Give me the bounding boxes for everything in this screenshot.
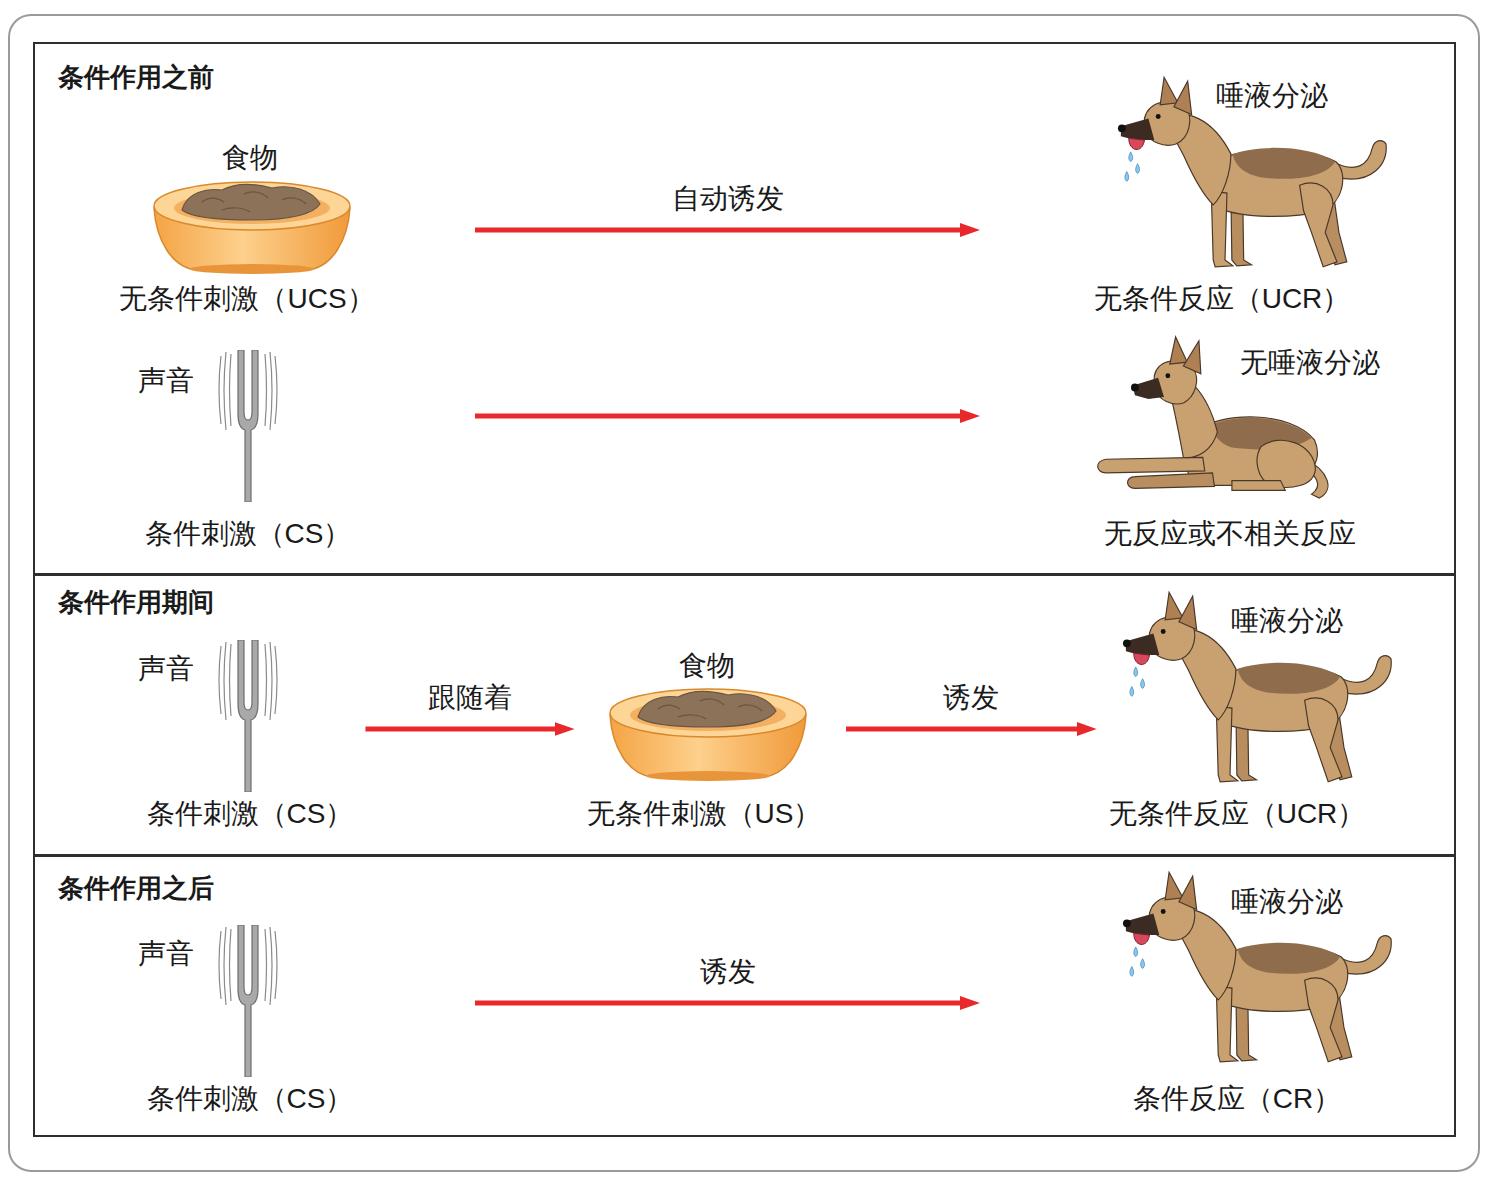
figure-caption: 无条件反应（UCR） <box>1109 796 1366 831</box>
figure-caption: 无反应或不相关反应 <box>1104 516 1356 551</box>
response-figure: 唾液分泌无条件反应（UCR） <box>1103 584 1401 837</box>
arrow-connector <box>475 228 962 233</box>
stimulus-figure: 声音条件刺激（CS） <box>132 344 357 557</box>
arrow-connector <box>365 727 556 732</box>
panel-heading: 条件作用期间 <box>58 586 214 619</box>
food-bowl <box>154 182 350 274</box>
stage-panel: 条件作用之后声音条件刺激（CS） 唾液分泌条件反应（CR） <box>33 855 1456 1137</box>
outer-frame <box>9 15 1479 1171</box>
arrow-connector <box>846 727 1079 732</box>
figure-caption: 条件刺激（CS） <box>147 796 354 831</box>
figure-label: 唾液分泌 <box>1231 884 1343 919</box>
response-figure: 无唾液分泌无反应或不相关反应 <box>1079 329 1386 557</box>
tuning-fork <box>219 640 277 792</box>
response-figure: 唾液分泌条件反应（CR） <box>1114 864 1401 1122</box>
salivating-dog <box>1118 77 1386 267</box>
figure-label: 唾液分泌 <box>1231 603 1343 638</box>
tuning-fork <box>219 925 277 1077</box>
stimulus-figure: 食物无条件刺激（UCS） <box>113 134 380 322</box>
figure-caption: 条件刺激（CS） <box>147 1081 354 1116</box>
salivating-dog <box>1123 872 1391 1062</box>
figure-label: 声音 <box>138 651 194 686</box>
panel-heading: 条件作用之后 <box>58 872 214 905</box>
arrow-connector <box>475 414 962 419</box>
figure-label: 唾液分泌 <box>1216 78 1328 113</box>
figure-caption: 条件刺激（CS） <box>145 516 352 551</box>
salivating-dog <box>1123 592 1391 782</box>
figure-label: 食物 <box>222 140 278 175</box>
figure-label: 食物 <box>679 648 735 683</box>
edge-label: 跟随着 <box>428 680 512 715</box>
tuning-fork <box>219 350 277 502</box>
stimulus-figure: 声音条件刺激（CS） <box>132 919 359 1122</box>
panel-heading: 条件作用之前 <box>58 61 214 94</box>
stage-panel: 条件作用之前食物无条件刺激（UCS） 唾液分泌无条件反应（UCR） 声音条件刺激（C… <box>33 42 1456 575</box>
figure-label: 声音 <box>138 363 194 398</box>
figure-caption: 无条件刺激（UCS） <box>119 281 374 316</box>
stimulus-figure: 声音条件刺激（CS） <box>132 634 359 837</box>
figure-label: 声音 <box>138 936 194 971</box>
stage-panel: 条件作用期间声音条件刺激（CS） 食物无条件刺激（US） 唾液分泌无条件反应（UCR… <box>33 574 1456 856</box>
food-bowl <box>610 689 806 781</box>
stimulus-figure: 食物无条件刺激（US） <box>581 642 828 837</box>
figure-caption: 条件反应（CR） <box>1133 1081 1341 1116</box>
arrow-connector <box>475 1001 962 1006</box>
edge-label: 自动诱发 <box>672 181 784 216</box>
edge-label: 诱发 <box>700 954 756 989</box>
response-figure: 唾液分泌无条件反应（UCR） <box>1088 69 1396 322</box>
edge-label: 诱发 <box>943 680 999 715</box>
figure-caption: 无条件刺激（US） <box>587 796 822 831</box>
figure-label: 无唾液分泌 <box>1240 345 1380 380</box>
figure-caption: 无条件反应（UCR） <box>1094 281 1351 316</box>
